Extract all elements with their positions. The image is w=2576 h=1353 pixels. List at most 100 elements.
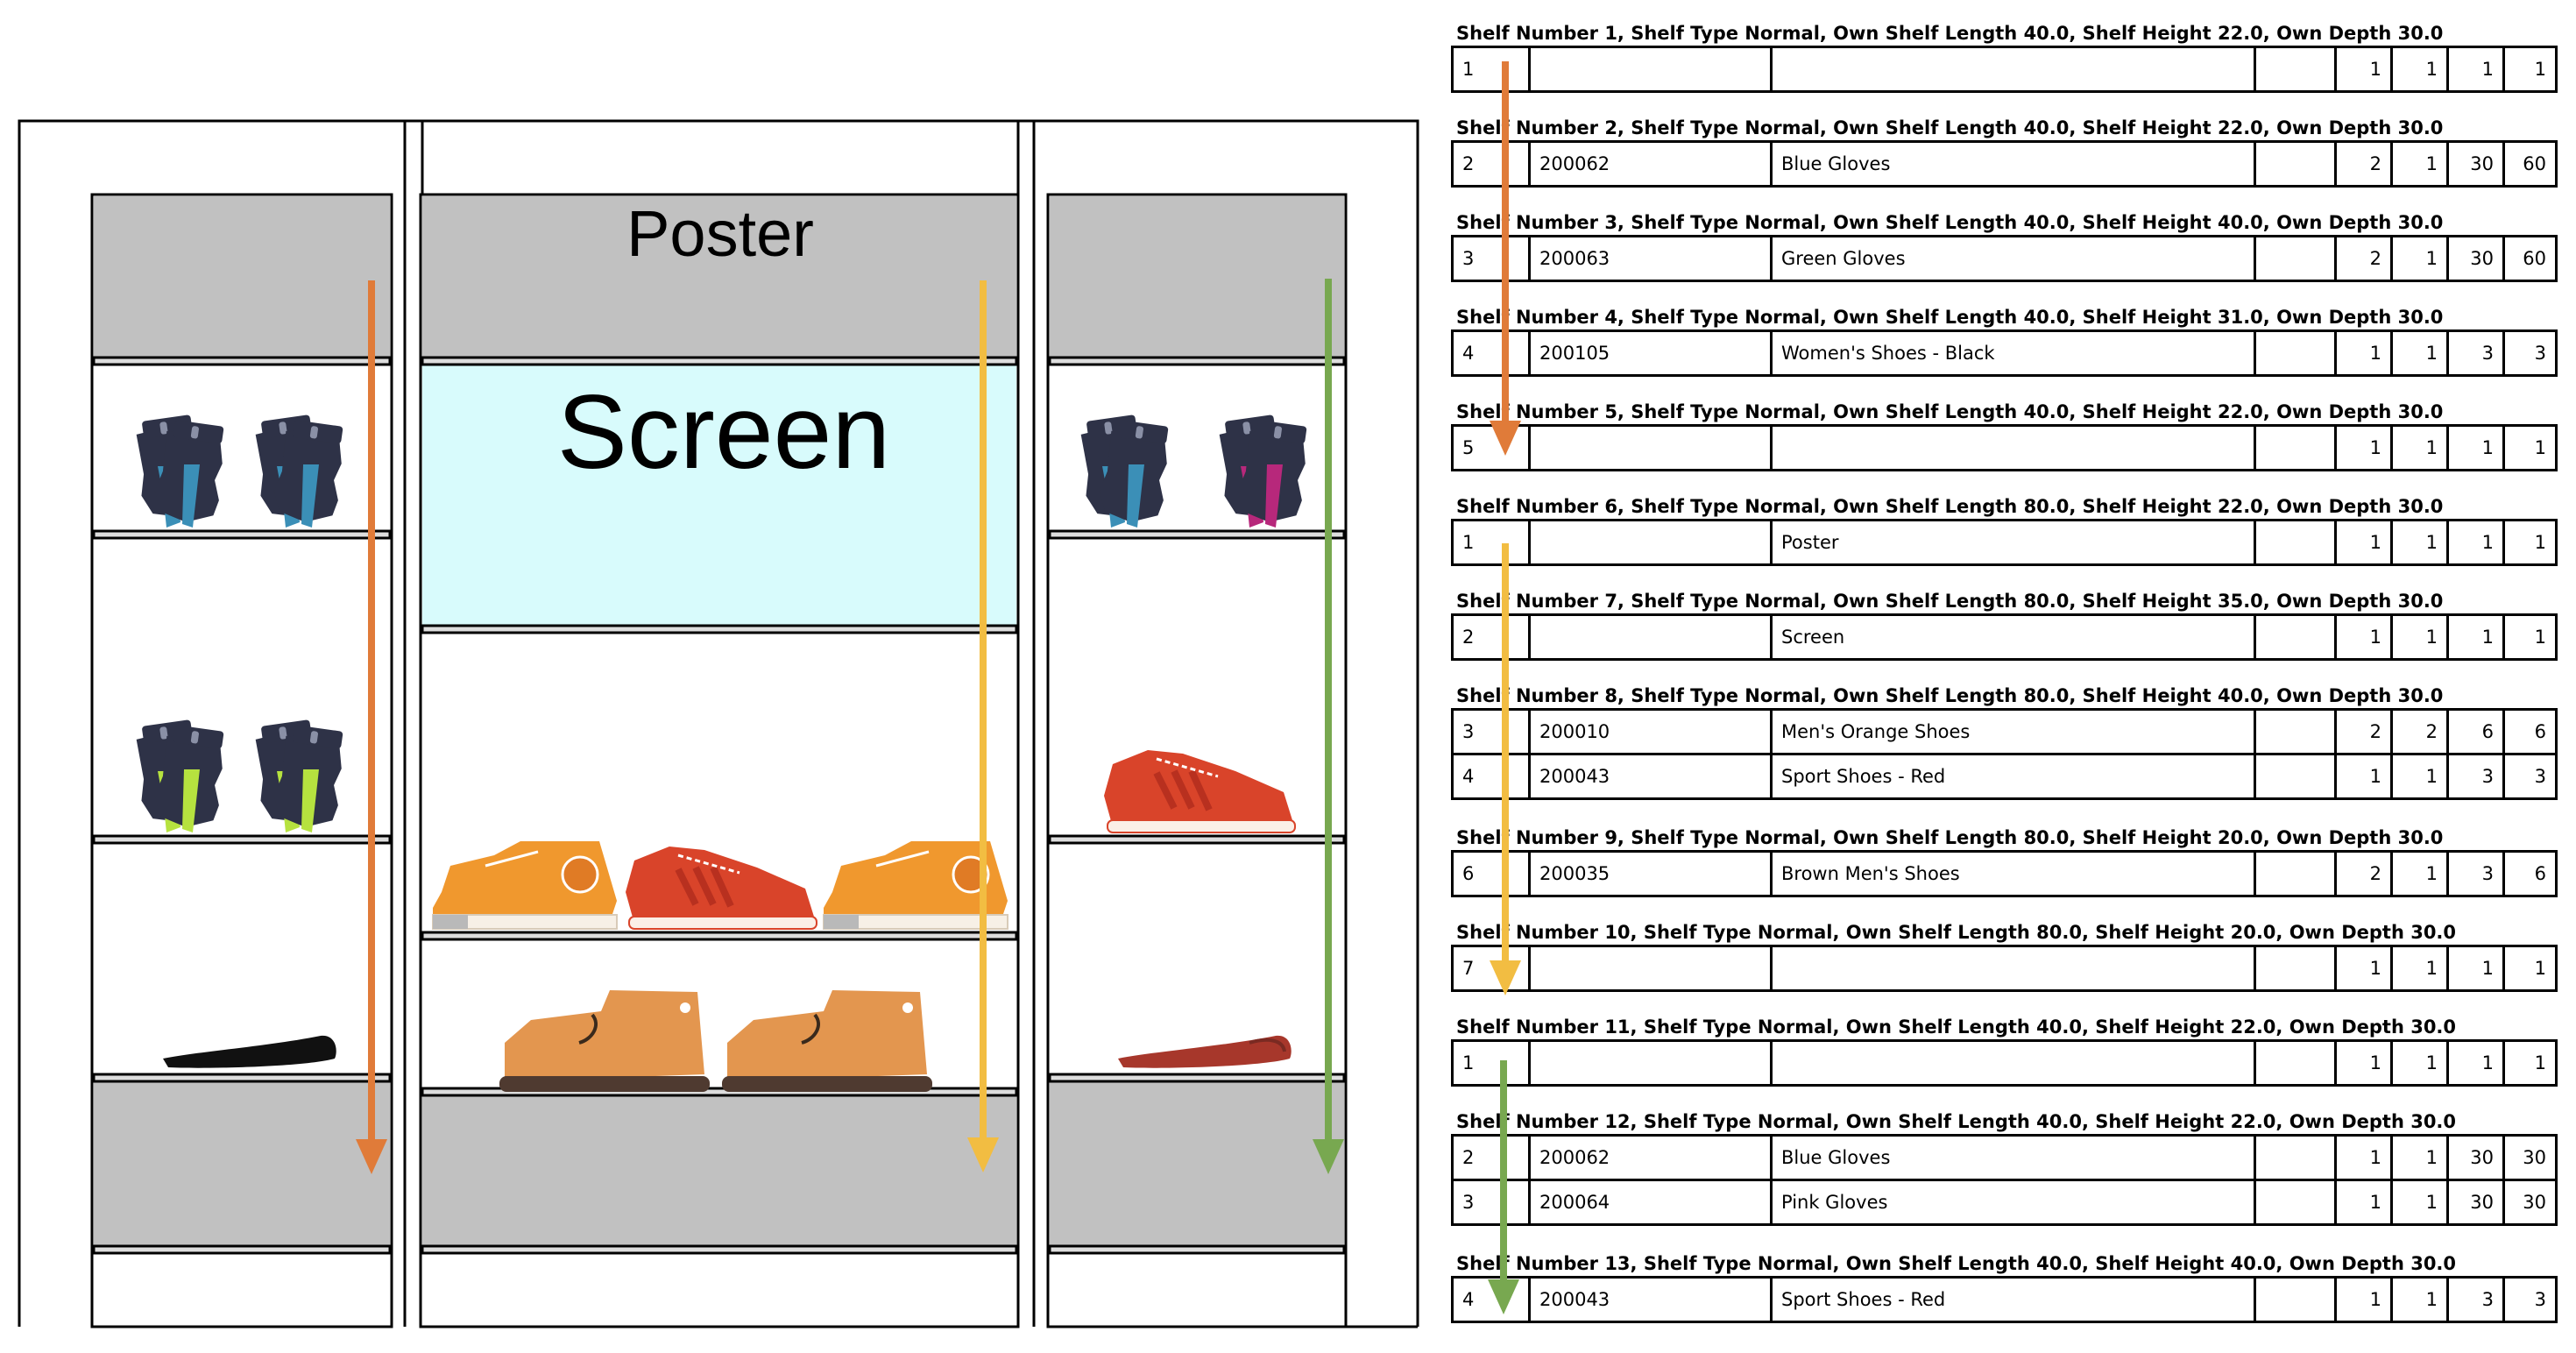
table-cell: 3 bbox=[1451, 235, 1531, 282]
table-cell: 1 bbox=[2446, 519, 2505, 566]
table-cell bbox=[1528, 46, 1773, 93]
table-cell: Screen bbox=[1770, 613, 2256, 661]
shelf-title: Shelf Number 4, Shelf Type Normal, Own S… bbox=[1456, 307, 2444, 328]
table-cell: Green Gloves bbox=[1770, 235, 2256, 282]
table-cell: 3 bbox=[2502, 753, 2558, 800]
table-cell bbox=[2254, 235, 2337, 282]
table-cell bbox=[2254, 1276, 2337, 1323]
table-cell bbox=[2254, 46, 2337, 93]
shelf-title: Shelf Number 7, Shelf Type Normal, Own S… bbox=[1456, 591, 2444, 612]
table-cell: 1 bbox=[2446, 1039, 2505, 1087]
table-cell: Blue Gloves bbox=[1770, 1134, 2256, 1181]
table-cell: 1 bbox=[2334, 1039, 2393, 1087]
table-cell: 200063 bbox=[1528, 235, 1773, 282]
table-cell: 1 bbox=[2390, 753, 2449, 800]
table-cell: Women's Shoes - Black bbox=[1770, 329, 2256, 377]
table-cell: 3 bbox=[2502, 1276, 2558, 1323]
table-cell bbox=[1528, 424, 1773, 471]
table-cell: 1 bbox=[1451, 1039, 1531, 1087]
table-cell: 1 bbox=[2446, 613, 2505, 661]
table-cell: 2 bbox=[1451, 1134, 1531, 1181]
table-cell bbox=[1528, 945, 1773, 992]
table-cell bbox=[1770, 46, 2256, 93]
table-cell: 1 bbox=[2446, 945, 2505, 992]
table-cell: 6 bbox=[1451, 850, 1531, 897]
shelf-title: Shelf Number 1, Shelf Type Normal, Own S… bbox=[1456, 23, 2444, 44]
table-cell: 2 bbox=[2334, 708, 2393, 755]
table-cell: Pink Gloves bbox=[1770, 1179, 2256, 1226]
table-cell: Sport Shoes - Red bbox=[1770, 753, 2256, 800]
table-cell: 1 bbox=[2390, 613, 2449, 661]
shelf-title: Shelf Number 12, Shelf Type Normal, Own … bbox=[1456, 1111, 2457, 1132]
table-cell bbox=[2254, 1134, 2337, 1181]
table-cell: 1 bbox=[2334, 613, 2393, 661]
table-cell: 3 bbox=[1451, 1179, 1531, 1226]
table-cell: 3 bbox=[2446, 329, 2505, 377]
table-cell: 1 bbox=[2334, 424, 2393, 471]
shelf-title: Shelf Number 5, Shelf Type Normal, Own S… bbox=[1456, 401, 2444, 422]
table-cell: 200105 bbox=[1528, 329, 1773, 377]
table-cell: 4 bbox=[1451, 329, 1531, 377]
table-cell: 5 bbox=[1451, 424, 1531, 471]
table-cell: 3 bbox=[1451, 708, 1531, 755]
table-cell: 1 bbox=[1451, 519, 1531, 566]
table-cell: 2 bbox=[2390, 708, 2449, 755]
table-cell: 6 bbox=[2502, 850, 2558, 897]
table-cell: 1 bbox=[2390, 850, 2449, 897]
table-cell bbox=[2254, 708, 2337, 755]
table-cell: 1 bbox=[2446, 46, 2505, 93]
table-cell bbox=[1528, 519, 1773, 566]
table-cell: 1 bbox=[2390, 1276, 2449, 1323]
table-cell: 1 bbox=[2502, 46, 2558, 93]
table-cell: 30 bbox=[2446, 140, 2505, 188]
table-cell: 3 bbox=[2502, 329, 2558, 377]
table-cell: 1 bbox=[2390, 140, 2449, 188]
shelf-title: Shelf Number 8, Shelf Type Normal, Own S… bbox=[1456, 685, 2444, 706]
table-cell: 200062 bbox=[1528, 140, 1773, 188]
table-cell: Men's Orange Shoes bbox=[1770, 708, 2256, 755]
table-cell: 4 bbox=[1451, 753, 1531, 800]
table-cell: Sport Shoes - Red bbox=[1770, 1276, 2256, 1323]
table-cell: 1 bbox=[2390, 1039, 2449, 1087]
table-cell: 200064 bbox=[1528, 1179, 1773, 1226]
shelf-title: Shelf Number 10, Shelf Type Normal, Own … bbox=[1456, 922, 2457, 943]
table-cell: 1 bbox=[2502, 519, 2558, 566]
table-cell: 30 bbox=[2502, 1134, 2558, 1181]
table-cell: 1 bbox=[2390, 1134, 2449, 1181]
table-cell bbox=[1528, 1039, 1773, 1087]
table-cell bbox=[2254, 945, 2337, 992]
table-cell: 6 bbox=[2446, 708, 2505, 755]
table-cell: 30 bbox=[2502, 1179, 2558, 1226]
table-cell: 1 bbox=[2334, 753, 2393, 800]
table-cell bbox=[1528, 613, 1773, 661]
table-cell: 1 bbox=[2390, 945, 2449, 992]
shelf-title: Shelf Number 9, Shelf Type Normal, Own S… bbox=[1456, 827, 2444, 848]
planogram-drawing: Poster Screen bbox=[18, 119, 1419, 1328]
shelf-title: Shelf Number 13, Shelf Type Normal, Own … bbox=[1456, 1253, 2457, 1274]
table-cell: 1 bbox=[2334, 329, 2393, 377]
table-cell: 1 bbox=[2390, 235, 2449, 282]
table-cell: 2 bbox=[1451, 613, 1531, 661]
table-cell: 1 bbox=[2334, 1134, 2393, 1181]
table-cell bbox=[2254, 850, 2337, 897]
table-cell: Poster bbox=[1770, 519, 2256, 566]
table-cell: 200010 bbox=[1528, 708, 1773, 755]
table-cell: 3 bbox=[2446, 753, 2505, 800]
